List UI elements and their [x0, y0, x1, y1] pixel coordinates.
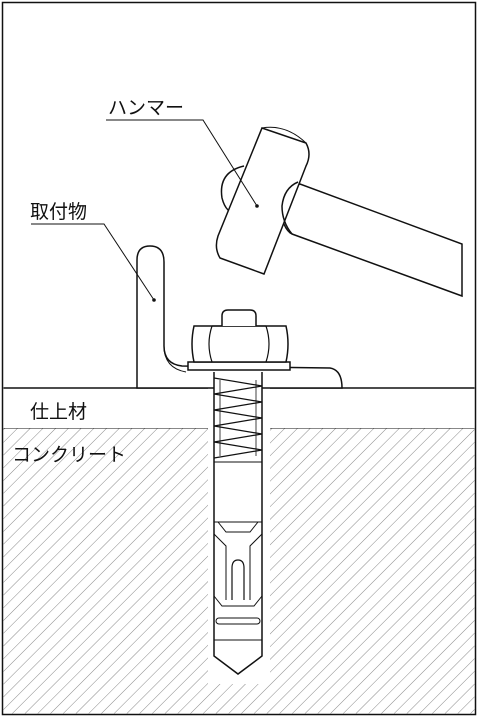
- bolt-thread: [213, 377, 263, 459]
- washer: [187, 361, 291, 371]
- sleeve-top-taper: [217, 521, 259, 533]
- nut-body: [191, 325, 289, 363]
- label-concrete: コンクリート: [12, 444, 126, 466]
- fixture-leader: [31, 223, 155, 301]
- bolt-bottom-band: [215, 617, 261, 625]
- nut-faces: [208, 325, 270, 363]
- hammer-ferrule: [281, 181, 299, 235]
- hex-nut: [191, 325, 289, 363]
- hammer-top-edge: [261, 126, 307, 144]
- sleeve-bottom: [213, 595, 263, 607]
- expansion-cone: [213, 533, 263, 600]
- label-hammer: ハンマー: [108, 97, 184, 119]
- anchor-bolt: [213, 372, 263, 675]
- hammer-head: [215, 127, 310, 275]
- hammer-leader: [106, 119, 258, 207]
- sleeve-slit: [231, 559, 245, 600]
- fixture-leader-dot: [152, 298, 156, 302]
- bolt-top: [221, 309, 257, 326]
- hammer: [215, 126, 463, 298]
- fixture-inner-corner: [163, 345, 187, 373]
- label-finish-material: 仕上材: [30, 401, 87, 423]
- label-fixture: 取付物: [30, 201, 87, 223]
- hammer-leader-dot: [255, 204, 259, 208]
